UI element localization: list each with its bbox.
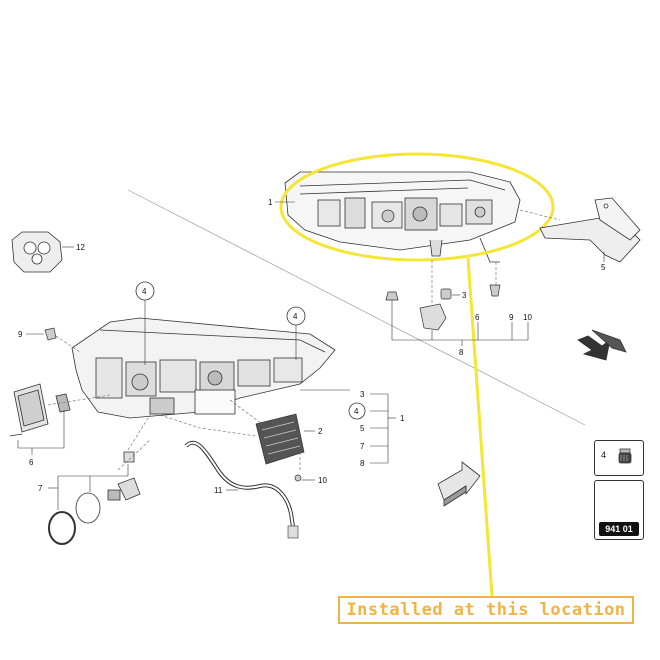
label-3-right: 3 xyxy=(360,390,365,399)
screw-10-bottom xyxy=(294,474,302,482)
diagram-code: 941 01 xyxy=(599,522,639,536)
bulb-socket-icon xyxy=(618,448,632,464)
label-3-top: 3 xyxy=(462,291,467,300)
svg-text:4: 4 xyxy=(354,407,359,416)
diagram-code-box: 941 01 xyxy=(594,480,644,540)
highlight-ellipse xyxy=(279,152,555,262)
label-11: 11 xyxy=(214,486,223,495)
svg-text:4: 4 xyxy=(142,287,147,296)
callout-lines-top xyxy=(391,300,529,346)
label-2: 2 xyxy=(318,427,323,436)
label-10-top: 10 xyxy=(523,313,532,322)
label-6-left: 6 xyxy=(29,458,34,467)
fasteners-top xyxy=(385,284,501,331)
label-9-top: 9 xyxy=(509,313,514,322)
label-8-top: 8 xyxy=(459,348,464,357)
label-10-bottom: 10 xyxy=(318,476,327,485)
headlight-top xyxy=(284,171,521,263)
label-7-left: 7 xyxy=(38,484,43,493)
dashed-assembly-lines xyxy=(117,399,301,471)
reference-number: 4 xyxy=(601,450,607,460)
label-5-right: 5 xyxy=(360,424,365,433)
direction-arrow-down xyxy=(577,329,627,361)
callout-lines-6-left xyxy=(17,410,65,455)
svg-text:4: 4 xyxy=(293,312,298,321)
part-7-bulbs xyxy=(48,451,141,545)
circle-4-a: 4 xyxy=(135,281,155,365)
label-1-top: 1 xyxy=(268,198,273,207)
label-12: 12 xyxy=(76,243,85,252)
highlight-pointer-line xyxy=(466,257,494,597)
circle-4-b: 4 xyxy=(286,306,306,360)
reference-box-part-4: 4 xyxy=(594,440,644,476)
part-9-left xyxy=(44,327,57,341)
part-12 xyxy=(11,231,63,273)
label-5-topright: 5 xyxy=(601,263,606,272)
bracket-part-5 xyxy=(539,197,641,263)
callout-lines-right xyxy=(300,389,396,464)
direction-arrow-up xyxy=(437,461,481,507)
label-7-right: 7 xyxy=(360,442,365,451)
part-6-module xyxy=(9,383,71,437)
label-1-right: 1 xyxy=(400,414,405,423)
installed-location-callout: Installed at this location xyxy=(338,596,634,624)
part-2-heatsink xyxy=(255,413,305,465)
divider-line xyxy=(127,189,586,426)
headlight-lower xyxy=(71,317,336,419)
label-6-top: 6 xyxy=(475,313,480,322)
callout-lines-7-left xyxy=(48,464,129,510)
circle-4-c: 4 xyxy=(348,402,366,420)
label-8-right: 8 xyxy=(360,459,365,468)
label-9-left: 9 xyxy=(18,330,23,339)
